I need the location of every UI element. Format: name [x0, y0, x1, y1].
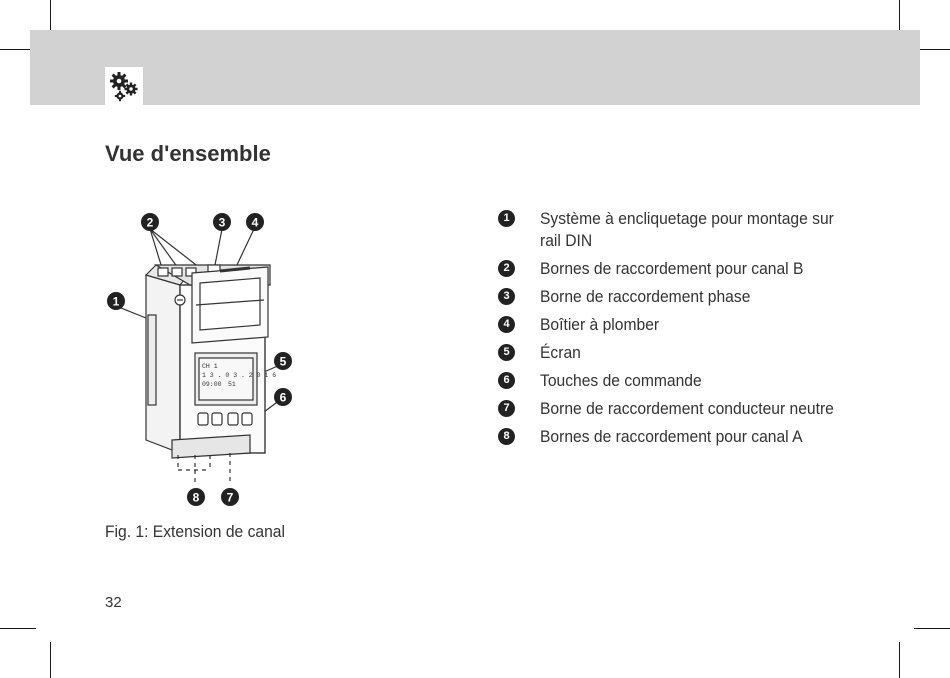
callout-1: 1 — [107, 292, 125, 310]
legend-item: 1 Système à encliquetage pour montage sur… — [498, 208, 858, 252]
display-line-1: CH 1 — [202, 363, 218, 370]
callout-5: 5 — [274, 352, 292, 370]
legend-item: 5 Écran — [498, 342, 858, 364]
crop-mark — [914, 628, 950, 629]
legend-item: 3 Borne de raccordement phase — [498, 286, 858, 308]
display-line-2: 1 3 . 0 3 . 2 0 1 6 — [202, 372, 276, 379]
device-figure: CH 1 1 3 . 0 3 . 2 0 1 6 09:00 51 2 3 4 … — [100, 205, 310, 510]
legend-number: 3 — [498, 288, 515, 305]
page-title: Vue d'ensemble — [105, 141, 271, 166]
svg-text:1: 1 — [113, 295, 120, 309]
figure-caption: Fig. 1: Extension de canal — [105, 522, 285, 541]
callout-8: 8 — [187, 488, 205, 506]
legend-text: Borne de raccordement conducteur neutre — [540, 399, 834, 418]
legend-text: Borne de raccordement phase — [540, 287, 751, 306]
legend-text: Système à encliquetage pour montage sur … — [540, 209, 834, 250]
svg-text:3: 3 — [219, 216, 226, 230]
legend-text: Touches de commande — [540, 371, 702, 390]
header-icon-box — [105, 67, 143, 113]
svg-text:4: 4 — [252, 216, 259, 230]
legend-item: 7 Borne de raccordement conducteur neutre — [498, 398, 858, 420]
header-band — [30, 30, 920, 105]
legend-number: 6 — [498, 372, 515, 389]
legend-number: 4 — [498, 316, 515, 333]
legend-number: 1 — [498, 210, 515, 227]
callout-4: 4 — [246, 213, 264, 231]
callout-3: 3 — [213, 213, 231, 231]
legend-item: 2 Bornes de raccordement pour canal B — [498, 258, 858, 280]
legend-item: 8 Bornes de raccordement pour canal A — [498, 426, 858, 448]
crop-mark — [899, 642, 900, 678]
svg-text:2: 2 — [147, 216, 154, 230]
callout-6: 6 — [274, 388, 292, 406]
crop-mark — [50, 642, 51, 678]
legend-list: 1 Système à encliquetage pour montage sur… — [498, 208, 858, 454]
legend-item: 4 Boîtier à plomber — [498, 314, 858, 336]
page-number: 32 — [105, 594, 122, 611]
legend-number: 7 — [498, 400, 515, 417]
legend-text: Écran — [540, 343, 581, 362]
legend-text: Boîtier à plomber — [540, 315, 660, 334]
legend-number: 5 — [498, 344, 515, 361]
crop-mark — [50, 0, 51, 36]
legend-number: 2 — [498, 260, 515, 277]
crop-mark — [0, 49, 36, 50]
legend-number: 8 — [498, 428, 515, 445]
legend-text: Bornes de raccordement pour canal A — [540, 427, 803, 446]
svg-text:8: 8 — [193, 491, 200, 505]
svg-text:7: 7 — [227, 491, 234, 505]
crop-mark — [0, 628, 36, 629]
crop-mark — [914, 49, 950, 50]
display-line-3: 09:00 — [202, 381, 222, 388]
legend-item: 6 Touches de commande — [498, 370, 858, 392]
svg-text:6: 6 — [280, 391, 287, 405]
din-rail-timer-device: CH 1 1 3 . 0 3 . 2 0 1 6 09:00 51 2 3 4 … — [107, 213, 292, 506]
svg-text:5: 5 — [280, 355, 287, 369]
display-line-3b: 51 — [228, 381, 236, 388]
gears-icon — [110, 72, 138, 102]
callout-2: 2 — [141, 213, 159, 231]
crop-mark — [899, 0, 900, 36]
callout-7: 7 — [221, 488, 239, 506]
legend-text: Bornes de raccordement pour canal B — [540, 259, 804, 278]
